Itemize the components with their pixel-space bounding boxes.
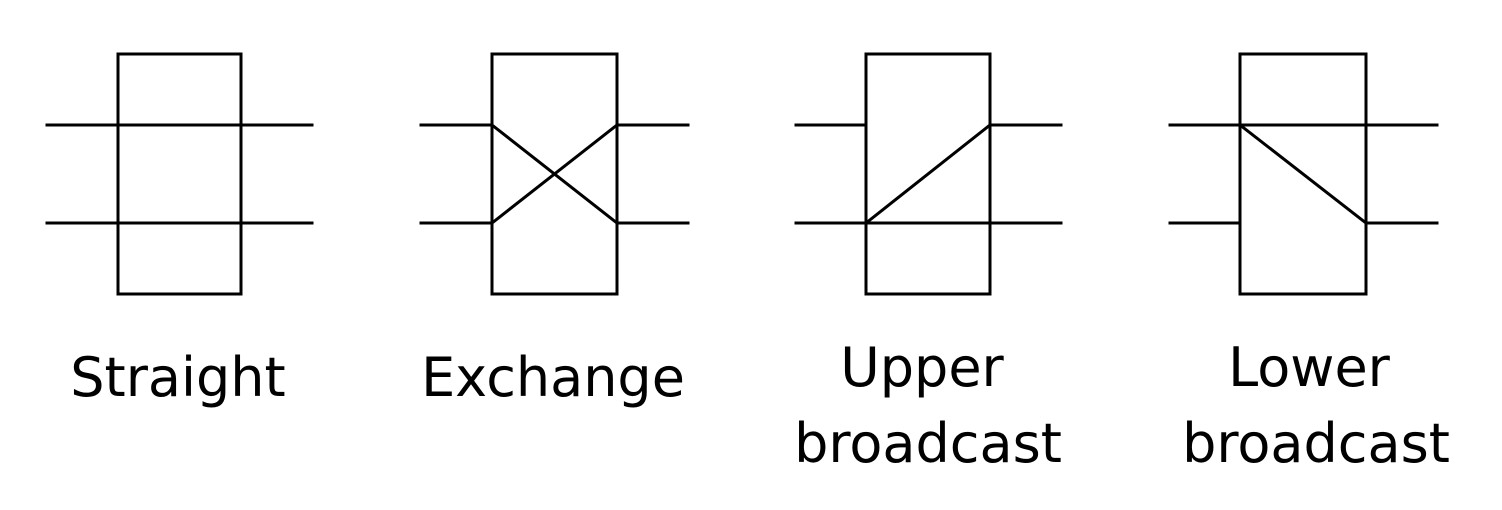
cross-connection-up bbox=[489, 122, 620, 226]
label-lower-broadcast-line2: broadcast bbox=[1182, 412, 1450, 475]
label-exchange: Exchange bbox=[421, 346, 685, 409]
switch-box bbox=[490, 52, 619, 296]
label-upper-broadcast-line2: broadcast bbox=[794, 412, 1062, 475]
label-lower-broadcast-line1: Lower bbox=[1228, 336, 1391, 399]
switch-straight: Straight bbox=[45, 52, 314, 409]
switch-box bbox=[116, 52, 243, 296]
switch-exchange: Exchange bbox=[419, 52, 690, 409]
switch-box bbox=[864, 52, 992, 296]
switch-lower-broadcast: Lower broadcast bbox=[1168, 52, 1450, 475]
broadcast-connection-up bbox=[863, 122, 993, 226]
label-straight: Straight bbox=[70, 346, 285, 409]
label-upper-broadcast-line1: Upper bbox=[840, 336, 1004, 399]
switch-upper-broadcast: Upper broadcast bbox=[794, 52, 1063, 475]
broadcast-connection-down bbox=[1237, 122, 1369, 226]
switch-box bbox=[1238, 52, 1368, 296]
